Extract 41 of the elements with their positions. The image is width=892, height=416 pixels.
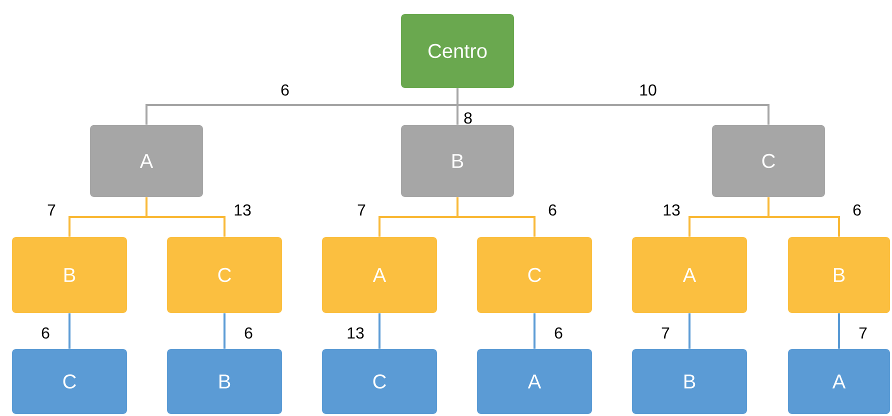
connector-line: [456, 197, 536, 237]
edge-label: 13: [662, 203, 682, 217]
edge-label: 7: [356, 204, 367, 216]
tree-box: B: [12, 237, 127, 313]
tree-box: A: [90, 125, 203, 197]
edge-label: 6: [852, 203, 862, 217]
connector-line: [378, 313, 380, 349]
connector-line: [224, 313, 226, 349]
tree-box: B: [788, 237, 890, 313]
tree-box: C: [12, 349, 127, 414]
edge-label: 6: [553, 326, 564, 340]
tree-box: C: [477, 237, 592, 313]
edge-label: 10: [638, 83, 658, 97]
tree-box: A: [322, 237, 437, 313]
tree-box: C: [322, 349, 437, 414]
connector-line: [146, 197, 226, 237]
tree-box: B: [167, 349, 282, 414]
connector-line: [456, 88, 770, 125]
tree-box: B: [632, 349, 747, 414]
tree-box: A: [788, 349, 890, 414]
edge-label: 6: [243, 326, 254, 340]
connector-line: [534, 313, 536, 349]
root-box: Centro: [401, 14, 514, 88]
connector-line: [838, 313, 840, 349]
edge-label: 6: [547, 203, 558, 217]
edge-label: 13: [346, 326, 366, 340]
edge-label: 8: [462, 111, 474, 125]
tree-box: C: [712, 125, 825, 197]
tree-box: A: [477, 349, 592, 414]
tree-box: C: [167, 237, 282, 313]
edge-label: 6: [280, 83, 290, 97]
edge-label: 7: [46, 204, 57, 216]
tree-box: B: [401, 125, 514, 197]
edge-label: 6: [40, 326, 51, 340]
tree-box: A: [632, 237, 747, 313]
edge-label: 7: [858, 326, 868, 340]
edge-label: 13: [232, 203, 252, 217]
connector-line: [68, 313, 70, 349]
edge-label: 7: [660, 326, 671, 340]
connector-line: [688, 313, 690, 349]
connector-line: [768, 197, 840, 237]
